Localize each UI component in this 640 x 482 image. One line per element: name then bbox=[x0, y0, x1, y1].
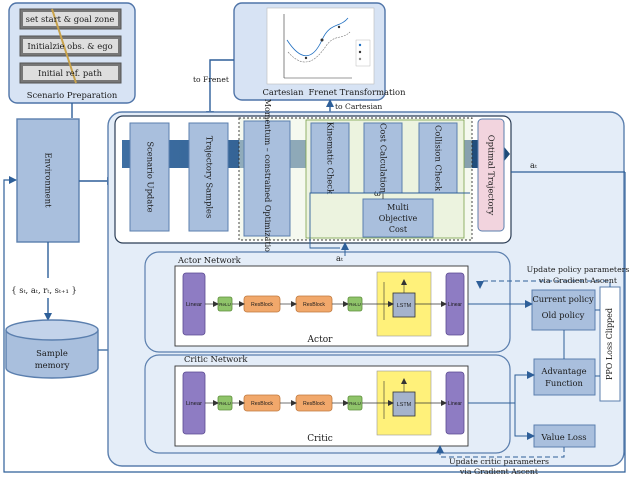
update-critic-line1: Update critic parameters bbox=[449, 457, 549, 466]
advantage-line1: Advantage bbox=[540, 366, 586, 376]
svg-text:Objective: Objective bbox=[379, 214, 418, 223]
actor-linear-out: Linear bbox=[445, 272, 465, 336]
update-critic-line2: via Gradient Ascent bbox=[459, 467, 539, 476]
svg-text:ReLU: ReLU bbox=[219, 401, 231, 406]
environment-label: Environment bbox=[44, 152, 54, 208]
svg-text:LSTM: LSTM bbox=[397, 303, 412, 309]
advantage-function-box bbox=[533, 358, 596, 396]
pipeline-block-kinematic-check: Kinematic Check bbox=[310, 122, 350, 195]
actor-resblock-1: ResBlock bbox=[243, 295, 281, 313]
scenario-step-2: Initialzie obs. & ego bbox=[27, 41, 112, 51]
omega-feedback-line bbox=[309, 192, 470, 249]
critic-resblock-1: ResBlock bbox=[243, 394, 281, 412]
pipeline-block-trajectory-samples: Trajectory Samples bbox=[188, 122, 229, 232]
cartesian-label: Cartesian bbox=[262, 87, 304, 97]
advantage-line2: Function bbox=[545, 378, 583, 388]
svg-text:ResBlock: ResBlock bbox=[303, 401, 325, 407]
pipeline-block-cost-calculation: Cost Calculation bbox=[363, 122, 403, 194]
svg-text:Multi: Multi bbox=[387, 203, 409, 212]
critic-network-label: Critic Network bbox=[184, 354, 248, 364]
critic-resblock-2: ResBlock bbox=[295, 394, 333, 412]
pipeline-block-collision-check: Collision Check bbox=[418, 122, 458, 194]
old-policy-label: Old policy bbox=[542, 310, 585, 320]
actor-network-label: Actor Network bbox=[177, 255, 242, 265]
svg-text:Kinematic Check: Kinematic Check bbox=[326, 122, 336, 195]
critic-linear-in: Linear bbox=[182, 371, 206, 435]
environment-block: Environment bbox=[16, 118, 80, 243]
frenet-plot-thumbnail bbox=[283, 14, 371, 79]
svg-text:Scenario Update: Scenario Update bbox=[146, 141, 156, 212]
svg-text:ResBlock: ResBlock bbox=[251, 302, 273, 308]
pipeline-block-optimal-trajectory: Optimal Trajectory bbox=[477, 118, 505, 232]
svg-text:Linear: Linear bbox=[186, 401, 202, 407]
pipeline-block-optimization: Momentum – constrained Optimization bbox=[243, 99, 291, 257]
actor-relu-1: ReLU bbox=[217, 296, 233, 312]
svg-text:Optimal Trajectory: Optimal Trajectory bbox=[487, 135, 497, 216]
pipeline-block-multi-objective-cost: Multi Objective Cost bbox=[362, 198, 434, 238]
scenario-step-1: set start & goal zone bbox=[26, 14, 115, 24]
ppo-connectors bbox=[436, 280, 611, 458]
svg-text:ReLU: ReLU bbox=[349, 401, 361, 406]
svg-text:LSTM: LSTM bbox=[397, 402, 412, 408]
update-policy-line1: Update policy parameters bbox=[527, 265, 630, 274]
svg-text:Linear: Linear bbox=[186, 302, 202, 308]
svg-text:Cost: Cost bbox=[389, 225, 408, 234]
action-feedback-line bbox=[3, 172, 626, 473]
actor-relu-2: ReLU bbox=[347, 296, 363, 312]
critic-relu-2: ReLU bbox=[347, 395, 363, 411]
sample-memory-line2: memory bbox=[35, 360, 70, 370]
svg-text:Linear: Linear bbox=[448, 302, 462, 308]
actor-resblock-2: ResBlock bbox=[295, 295, 333, 313]
current-policy-label: Current policy bbox=[532, 294, 594, 304]
svg-text:Trajectory Samples: Trajectory Samples bbox=[205, 136, 215, 219]
scenario-preparation: set start & goal zone Initialzie obs. & … bbox=[8, 2, 136, 104]
critic-title: Critic bbox=[307, 434, 333, 444]
action-symbol-right: aₜ bbox=[530, 160, 538, 170]
svg-text:ResBlock: ResBlock bbox=[303, 302, 325, 308]
critic-linear-out: Linear bbox=[445, 371, 465, 435]
ppo-clip-label: PPO Loss Clipped bbox=[605, 308, 614, 380]
frenet-label: Frenet Transformation bbox=[309, 87, 407, 97]
svg-text:Momentum – constrained Optimiz: Momentum – constrained Optimization bbox=[263, 99, 272, 257]
sample-memory: Sample memory bbox=[5, 319, 99, 379]
update-policy-line2: via Gradient Ascent bbox=[538, 276, 618, 285]
to-frenet-label: to Frenet bbox=[193, 75, 229, 84]
svg-text:Linear: Linear bbox=[448, 401, 462, 407]
scenario-step-3: Initial ref. path bbox=[38, 68, 103, 78]
sample-memory-line1: Sample bbox=[36, 348, 68, 358]
svg-text:ReLU: ReLU bbox=[219, 302, 231, 307]
svg-text:Cost Calculation: Cost Calculation bbox=[379, 123, 389, 194]
frenet-transformation: Cartesian Frenet Transformation bbox=[233, 2, 407, 101]
to-cartesian-label: to Cartesian bbox=[335, 102, 382, 111]
scenario-caption: Scenario Preparation bbox=[27, 90, 118, 100]
svg-text:Collision Check: Collision Check bbox=[434, 125, 444, 192]
pipeline-block-scenario-update: Scenario Update bbox=[129, 122, 170, 232]
value-loss-label: Value Loss bbox=[540, 432, 586, 442]
actor-title: Actor bbox=[307, 335, 334, 345]
svg-text:ResBlock: ResBlock bbox=[251, 401, 273, 407]
svg-text:ReLU: ReLU bbox=[349, 302, 361, 307]
actor-linear-in: Linear bbox=[182, 272, 206, 336]
actor-a-t-symbol: aₜ bbox=[336, 253, 344, 263]
transition-tuple: { sₜ, aₜ, rₜ, sₜ₊₁ } bbox=[11, 285, 77, 295]
critic-relu-1: ReLU bbox=[217, 395, 233, 411]
